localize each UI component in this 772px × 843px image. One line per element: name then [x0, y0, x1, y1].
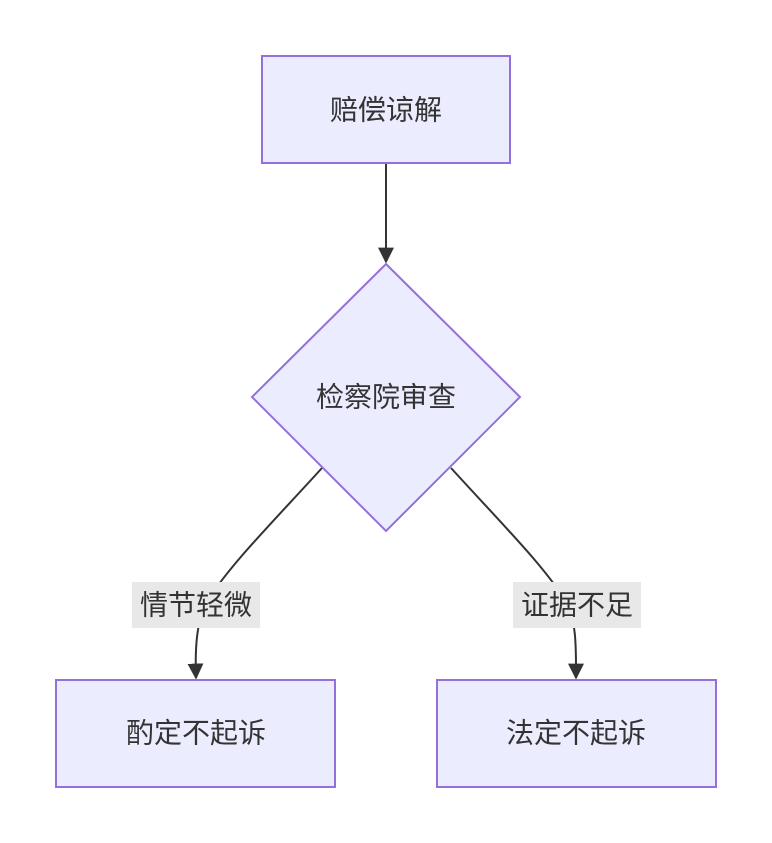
edge-label-insufficient-evidence: 证据不足 — [513, 582, 641, 628]
node-statutory-box — [436, 679, 717, 788]
edge-label-insufficient-evidence-bg — [513, 582, 641, 628]
node-discretionary-box — [55, 679, 336, 788]
edge-label-minor-circumstances-text: 情节轻微 — [140, 589, 252, 622]
node-compensation[interactable]: 赔偿谅解 — [261, 55, 511, 164]
node-review[interactable]: 检察院审查 — [250, 262, 522, 533]
node-discretionary-label: 酌定不起诉 — [126, 717, 266, 750]
node-statutory[interactable]: 法定不起诉 — [436, 679, 717, 788]
node-statutory-label: 法定不起诉 — [506, 717, 646, 750]
edge-label-insufficient-evidence-text: 证据不足 — [521, 589, 633, 622]
edge-review-to-discretionary — [187, 467, 323, 680]
node-discretionary[interactable]: 酌定不起诉 — [55, 679, 336, 788]
edge-review-to-statutory — [450, 467, 585, 680]
node-review-diamond — [250, 262, 522, 533]
node-compensation-label: 赔偿谅解 — [330, 94, 442, 127]
node-review-label: 检察院审查 — [316, 381, 456, 414]
node-compensation-box — [261, 55, 511, 164]
edge-label-minor-circumstances: 情节轻微 — [132, 582, 260, 628]
edge-label-minor-circumstances-bg — [132, 582, 260, 628]
